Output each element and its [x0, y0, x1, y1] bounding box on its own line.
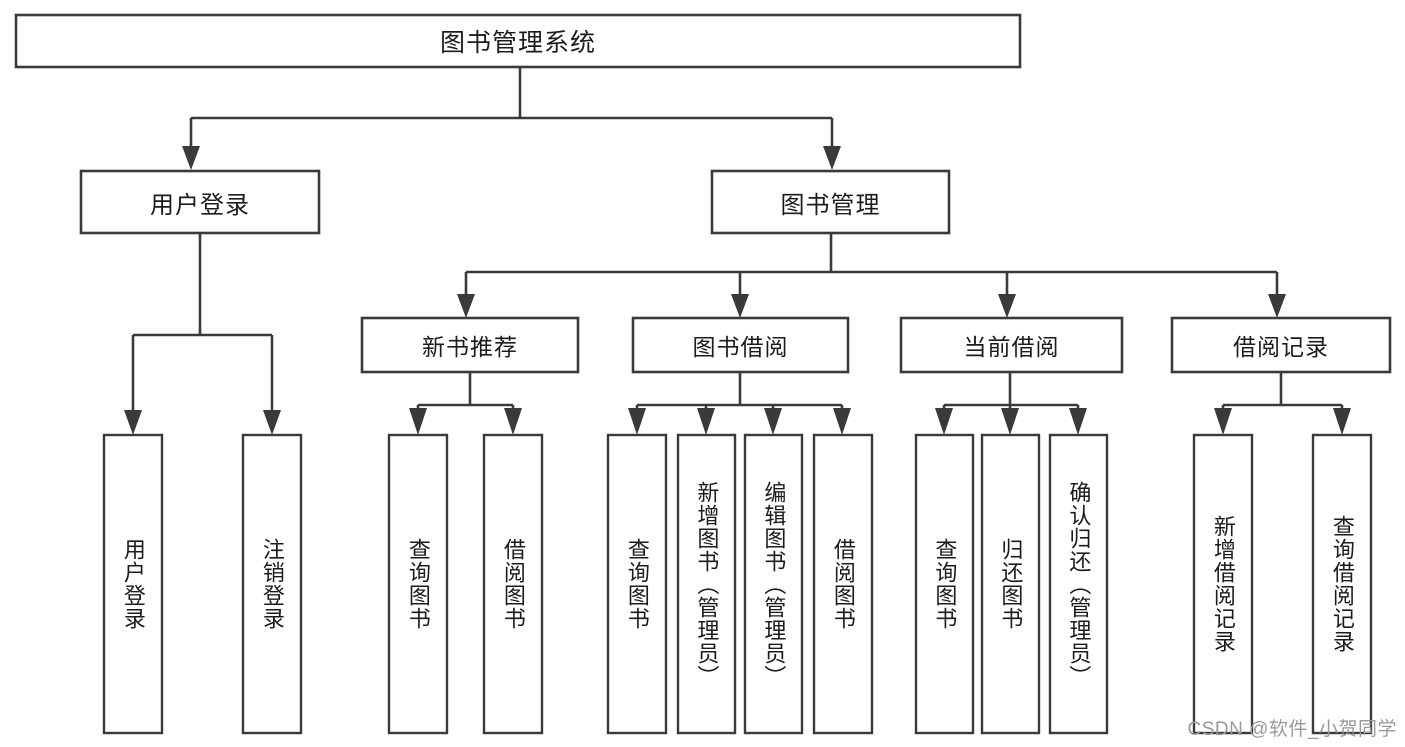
leaf-box-bb-add-book[interactable]: [676, 433, 737, 735]
node-borrow-record-box[interactable]: [1170, 316, 1392, 374]
node-new-book-rec-box[interactable]: [360, 316, 580, 374]
leaf-box-bb-edit-book[interactable]: [743, 433, 804, 735]
arrowhead-to-user-login: [182, 146, 200, 170]
arrowhead-br-leaf1: [1214, 408, 1232, 435]
arrowhead-to-new-book-rec: [457, 294, 475, 318]
arrowhead-bb-leaf4: [833, 408, 851, 435]
leaf-box-cb-query-book[interactable]: [914, 433, 975, 735]
arrowhead-to-borrow-record: [1268, 294, 1286, 318]
arrowhead-cb-leaf1: [935, 408, 953, 435]
node-book-management-box[interactable]: [710, 169, 951, 235]
leaf-box-bb-query-book[interactable]: [606, 433, 668, 735]
node-book-borrow-box[interactable]: [631, 316, 850, 374]
arrowhead-bb-leaf1: [628, 408, 646, 435]
leaf-box-br-query-record[interactable]: [1311, 433, 1373, 735]
arrowhead-to-current-borrow: [998, 294, 1016, 318]
arrowhead-to-book-borrow: [731, 294, 749, 318]
node-user-login-box[interactable]: [79, 169, 321, 235]
leaf-box-cb-return-book[interactable]: [980, 433, 1041, 735]
node-root-box[interactable]: [14, 13, 1022, 69]
leaf-box-logout[interactable]: [241, 433, 303, 735]
arrowhead-bb-leaf3: [764, 408, 782, 435]
arrowhead-to-logout-leaf: [263, 410, 281, 435]
leaf-box-user-login[interactable]: [102, 433, 164, 735]
leaf-box-br-add-record[interactable]: [1192, 433, 1254, 735]
leaf-box-cb-confirm-return[interactable]: [1048, 433, 1109, 735]
leaf-box-bb-borrow-book[interactable]: [812, 433, 874, 735]
arrowhead-cb-leaf3: [1069, 408, 1087, 435]
arrowhead-to-book-management: [823, 146, 841, 170]
leaf-box-nbr-borrow-book[interactable]: [482, 433, 544, 735]
arrowhead-bb-leaf2: [697, 408, 715, 435]
arrowhead-cb-leaf2: [1001, 408, 1019, 435]
node-current-borrow-box[interactable]: [899, 316, 1124, 374]
arrowhead-nbr-leaf2: [504, 408, 522, 435]
arrowhead-nbr-leaf1: [409, 408, 427, 435]
arrowhead-to-user-login-leaf: [124, 410, 142, 435]
csdn-watermark: CSDN @软件_小贺同学: [1187, 719, 1397, 740]
arrowhead-br-leaf2: [1333, 408, 1351, 435]
leaf-box-nbr-query-book[interactable]: [387, 433, 449, 735]
